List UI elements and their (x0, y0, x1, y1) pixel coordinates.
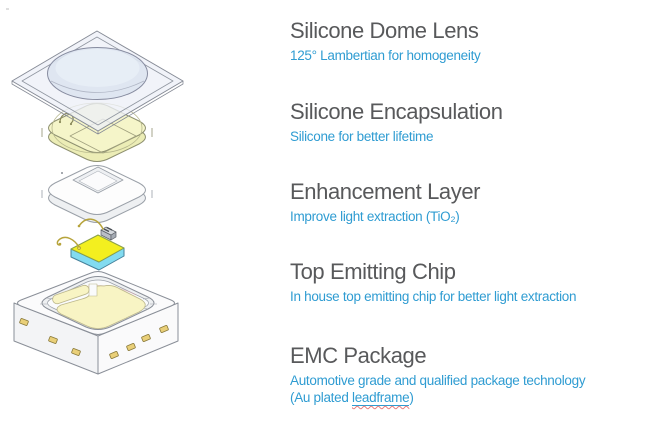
label-subtitle-dome-lens: 125° Lambertian for homogeneity (290, 48, 481, 63)
label-silicone-encapsulation: Silicone Encapsulation Silicone for bett… (290, 99, 503, 145)
label-emc-package: EMC Package Automotive grade and qualifi… (290, 343, 586, 406)
exploded-view-diagram (0, 0, 290, 425)
label-title-encapsulation: Silicone Encapsulation (290, 99, 503, 124)
label-top-emitting-chip: Top Emitting Chip In house top emitting … (290, 259, 577, 305)
leadframe-notch (88, 283, 98, 297)
label-subtitle-top-emitting-chip: In house top emitting chip for better li… (290, 289, 577, 304)
label-subtitle-encapsulation: Silicone for better lifetime (290, 129, 434, 144)
emc-subtitle-line2-prefix: (Au plated (290, 390, 352, 405)
silicone-dome-lens-graphic (11, 30, 184, 135)
label-silicone-dome-lens: Silicone Dome Lens 125° Lambertian for h… (290, 18, 481, 64)
label-title-top-emitting-chip: Top Emitting Chip (290, 259, 456, 284)
enhancement-layer-graphic (41, 165, 153, 223)
leadframe-floor-small-pad (52, 284, 90, 305)
label-title-enhancement-layer: Enhancement Layer (290, 179, 481, 204)
chip-top-face (70, 234, 125, 263)
emc-subtitle-line1: Automotive grade and qualified package t… (290, 373, 586, 388)
label-enhancement-layer: Enhancement Layer Improve light extracti… (290, 179, 481, 225)
label-title-emc-package: EMC Package (290, 343, 427, 368)
leadframe-side-pads-left (19, 318, 81, 356)
scan-artifact (6, 8, 9, 10)
bond-wires (56, 218, 104, 248)
emc-subtitle-line2-suffix: ) (409, 390, 414, 405)
label-subtitle-enhancement-layer: Improve light extraction (TiO₂) (290, 209, 460, 224)
annotation-column: Silicone Dome Lens 125° Lambertian for h… (290, 0, 650, 425)
top-emitting-chip-graphic (56, 218, 125, 271)
label-title-dome-lens: Silicone Dome Lens (290, 18, 479, 43)
led-exploded-view-graphic (6, 8, 184, 375)
label-subtitle-emc-package: Automotive grade and qualified package t… (290, 372, 586, 406)
leadframe-side-pads-right (109, 325, 169, 359)
emc-package-graphic (13, 271, 179, 375)
leadframe-link[interactable]: leadframe (352, 390, 410, 406)
